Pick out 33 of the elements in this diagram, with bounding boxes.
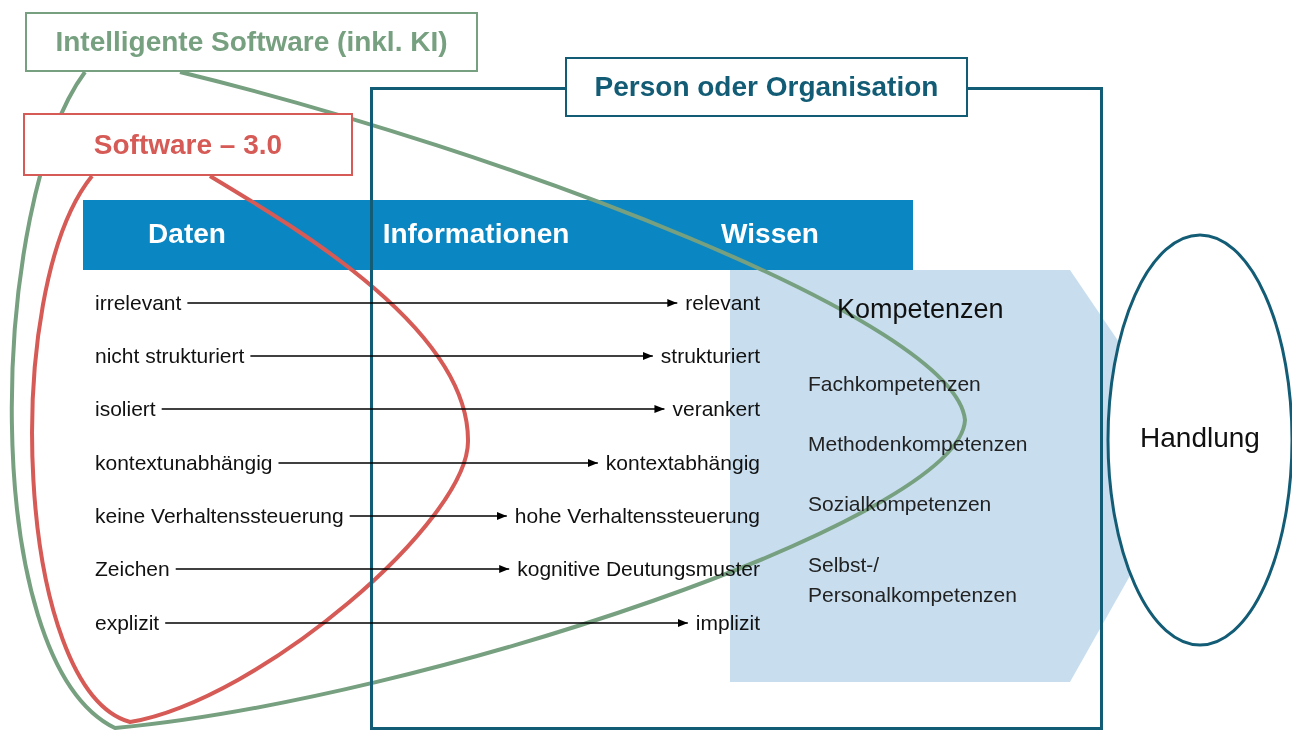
term-label: keine Verhaltenssteuerung	[95, 504, 344, 528]
action-label: Handlung	[1140, 422, 1260, 454]
arrow	[249, 352, 654, 360]
list-item: Methodenkompetenzen	[808, 431, 1029, 457]
column-heading: Daten	[148, 218, 226, 250]
term-label: kontextabhängig	[605, 451, 760, 475]
group-label: Software – 3.0	[23, 113, 353, 176]
list-item: Fachkompetenzen	[808, 371, 982, 397]
term-label: irrelevant	[95, 291, 182, 315]
arrow	[348, 512, 508, 520]
arrow	[164, 619, 689, 627]
term-label: relevant	[685, 291, 760, 315]
term-label: verankert	[672, 397, 760, 421]
term-label: strukturiert	[660, 344, 760, 368]
term-label: kontextunabhängig	[95, 451, 273, 475]
term-label: explizit	[95, 611, 160, 635]
column-heading: Wissen	[721, 218, 819, 250]
frame-heading: Person oder Organisation	[565, 57, 968, 117]
arrow	[174, 565, 510, 573]
column-heading: Informationen	[382, 218, 570, 250]
term-label: isoliert	[95, 397, 156, 421]
term-label: Zeichen	[95, 557, 170, 581]
section-heading: Kompetenzen	[837, 294, 1004, 325]
arrow	[277, 459, 599, 467]
list-item: Sozialkompetenzen	[808, 491, 993, 517]
term-label: implizit	[695, 611, 760, 635]
group-label: Intelligente Software (inkl. KI)	[25, 12, 478, 72]
header-bar	[83, 200, 913, 270]
list-item: Selbst-/ Personalkompetenzen	[808, 552, 1018, 608]
term-label: nicht strukturiert	[95, 344, 245, 368]
arrow	[160, 405, 666, 413]
arrow	[186, 299, 679, 307]
term-label: hohe Verhaltenssteuerung	[514, 504, 760, 528]
